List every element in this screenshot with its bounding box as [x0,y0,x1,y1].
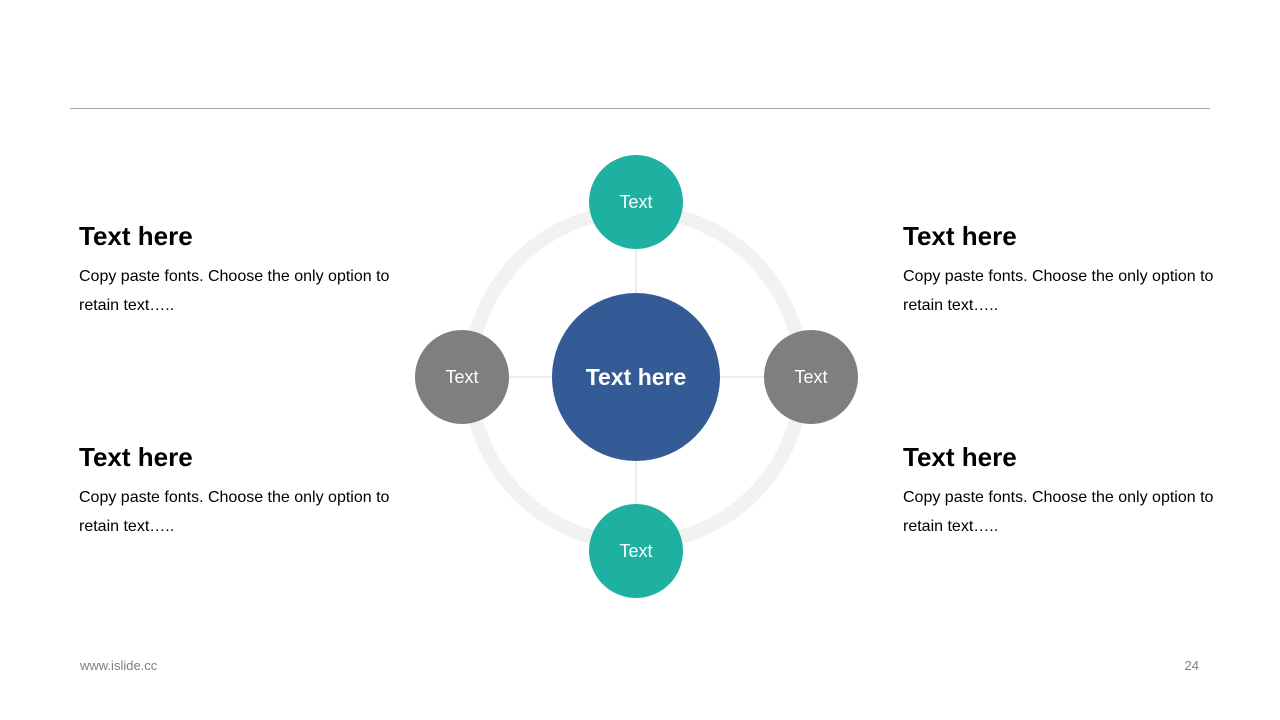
block-title: Text here [903,221,1017,251]
block-body: Copy paste fonts. Choose the only option… [903,268,1214,314]
text-block-top-left: Text here Copy paste fonts. Choose the o… [79,220,399,320]
block-title: Text here [903,442,1017,472]
node-top-label: Text [619,192,652,212]
top-divider [70,108,1210,109]
text-block-bottom-right: Text here Copy paste fonts. Choose the o… [903,441,1223,541]
node-right [764,330,858,424]
footer-website: www.islide.cc [80,658,158,673]
node-left [415,330,509,424]
node-bottom [589,504,683,598]
block-title: Text here [79,442,193,472]
text-block-top-right: Text here Copy paste fonts. Choose the o… [903,220,1223,320]
node-bottom-label: Text [619,541,652,561]
node-left-label: Text [445,367,478,387]
center-node [552,293,720,461]
text-block-bottom-left: Text here Copy paste fonts. Choose the o… [79,441,399,541]
block-body: Copy paste fonts. Choose the only option… [79,268,390,314]
block-body: Copy paste fonts. Choose the only option… [903,489,1214,535]
block-title: Text here [79,221,193,251]
center-node-label: Text here [586,364,687,390]
node-top [589,155,683,249]
page-number: 24 [1184,658,1199,673]
node-right-label: Text [794,367,827,387]
block-body: Copy paste fonts. Choose the only option… [79,489,390,535]
